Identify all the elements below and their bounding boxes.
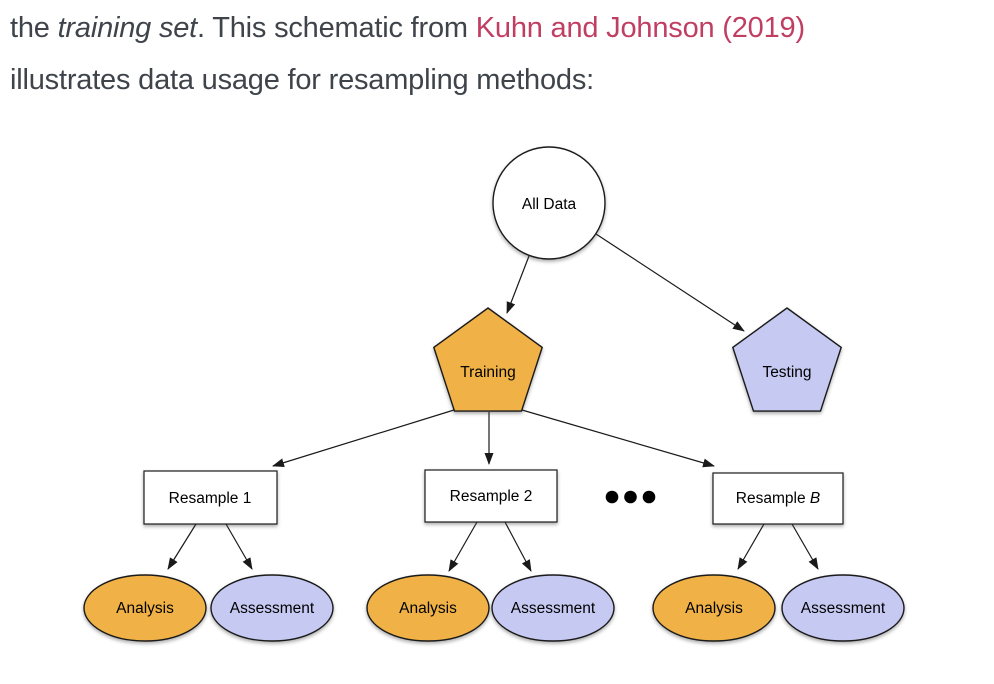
assessment-2-label: Assessment xyxy=(511,600,596,617)
resample-b-node xyxy=(712,472,844,525)
analysis-b-node xyxy=(652,574,776,642)
arrow-resample2-analysis xyxy=(448,521,478,572)
resample-2-node xyxy=(424,469,558,523)
training-node xyxy=(432,307,544,412)
arrow-alldata-training xyxy=(506,255,530,314)
arrow-resample1-analysis xyxy=(167,523,197,570)
intro-text-1: the xyxy=(10,12,58,44)
resample-2-label: Resample 2 xyxy=(450,488,533,505)
analysis-1-label: Analysis xyxy=(116,600,174,617)
ellipsis-icon xyxy=(605,490,656,504)
kuhn-johnson-link[interactable]: Kuhn and Johnson (2019) xyxy=(475,12,805,44)
resample-group-b: Resample B Analysis Assessment xyxy=(652,472,905,642)
resample-b-label-italic: B xyxy=(810,490,820,507)
resample-1-node xyxy=(143,470,278,525)
resample-b-label-prefix: Resample xyxy=(736,490,810,507)
analysis-2-label: Analysis xyxy=(399,600,457,617)
ellipsis-dot-1 xyxy=(605,490,619,504)
analysis-2-node xyxy=(366,574,490,642)
resample-group-2: Resample 2 Analysis Assessment xyxy=(366,469,615,642)
testing-label: Testing xyxy=(762,364,811,381)
arrow-resampleb-assessment xyxy=(791,523,819,570)
training-label: Training xyxy=(460,364,515,381)
all-data-node xyxy=(492,146,606,260)
assessment-1-node xyxy=(210,574,334,642)
arrow-training-resampleb xyxy=(521,409,715,468)
resample-b-label: Resample B xyxy=(736,490,820,507)
all-data-label: All Data xyxy=(522,196,577,213)
arrow-resampleb-analysis xyxy=(737,523,765,570)
assessment-1-label: Assessment xyxy=(230,600,315,617)
ellipsis-dot-3 xyxy=(642,490,656,504)
arrow-alldata-testing xyxy=(595,233,745,332)
intro-text-2: . This schematic from xyxy=(197,12,476,44)
intro-italic-training-set: training set xyxy=(57,12,198,44)
assessment-2-node xyxy=(491,574,615,642)
arrow-training-resample1 xyxy=(272,409,455,468)
arrow-resample2-assessment xyxy=(504,521,532,572)
assessment-b-node xyxy=(781,574,905,642)
assessment-b-label: Assessment xyxy=(801,600,886,617)
analysis-b-label: Analysis xyxy=(685,600,743,617)
resample-1-label: Resample 1 xyxy=(169,490,252,507)
intro-line-2: illustrates data usage for resampling me… xyxy=(10,64,594,96)
analysis-1-node xyxy=(83,574,207,642)
intro-paragraph: the training set. This schematic from Ku… xyxy=(10,2,986,106)
testing-node xyxy=(731,307,843,412)
intro-line-1: the training set. This schematic from Ku… xyxy=(10,2,986,54)
arrow-resample1-assessment xyxy=(225,523,253,570)
resample-group-1: Resample 1 Analysis Assessment xyxy=(83,470,334,642)
ellipsis-dot-2 xyxy=(624,490,637,504)
